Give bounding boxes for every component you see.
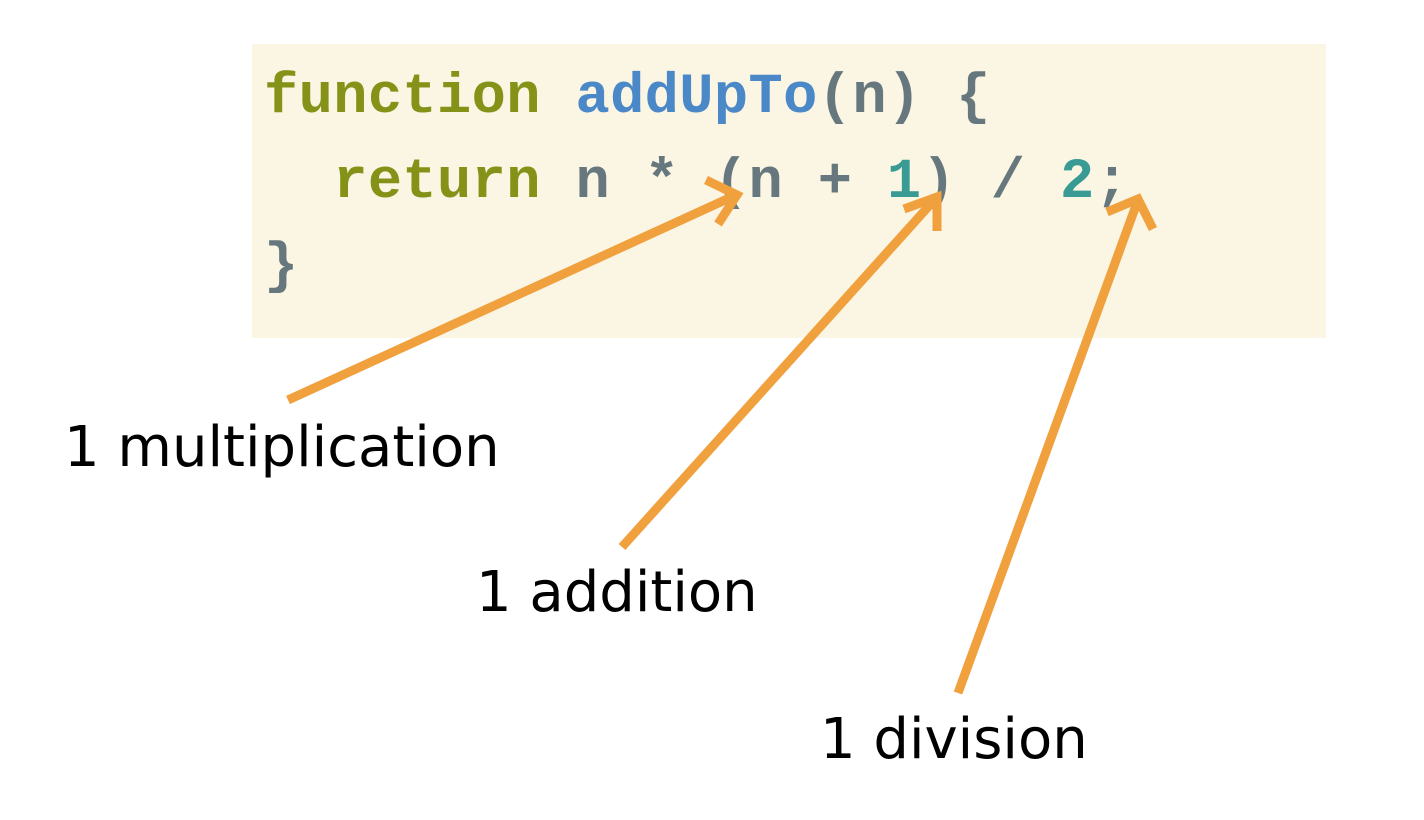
function-params: (n) {: [817, 66, 991, 130]
number-two: 2: [1059, 151, 1095, 215]
keyword-return: return: [333, 151, 541, 215]
code-line-1: function addUpTo(n) {: [264, 65, 991, 131]
code-line-3: }: [264, 235, 299, 299]
code-block: [252, 44, 1326, 338]
addition-label: 1 addition: [476, 560, 758, 625]
division-arrowhead: [1105, 193, 1158, 232]
addition-arrow: [618, 193, 941, 551]
multiplication-arrow: [286, 190, 738, 405]
keyword-function: function: [264, 66, 541, 130]
multiplication-label: 1 multiplication: [64, 415, 500, 480]
addition-arrowhead: [902, 190, 942, 231]
function-name: addUpTo: [575, 66, 818, 130]
division-label: 1 division: [820, 707, 1088, 772]
division-arrow: [953, 198, 1143, 695]
multiplication-arrowhead: [704, 175, 744, 227]
